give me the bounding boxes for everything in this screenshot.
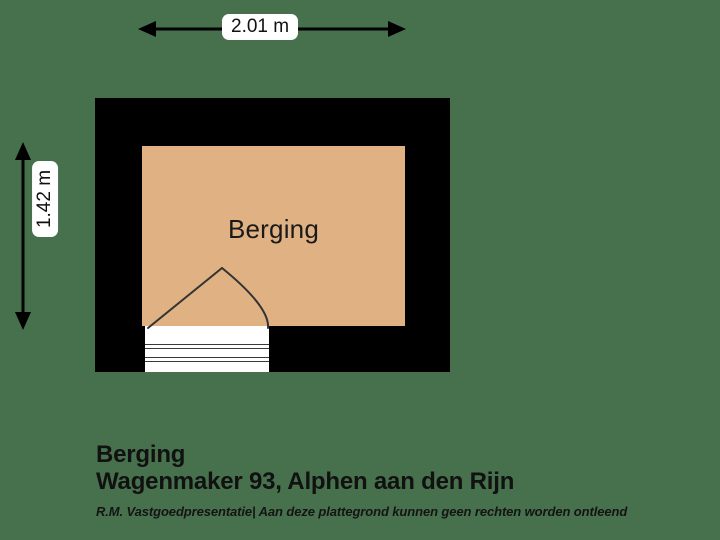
- door-threshold-line: [145, 348, 269, 349]
- plan-title: Berging: [96, 441, 186, 468]
- height-dimension-arrow-icon: [15, 142, 31, 330]
- door-threshold-line: [145, 344, 269, 345]
- width-dimension-label: 2.01 m: [222, 14, 299, 40]
- plan-address: Wagenmaker 93, Alphen aan den Rijn: [96, 467, 515, 495]
- height-dimension-label: 1.42 m: [32, 160, 59, 238]
- plan-disclaimer: R.M. Vastgoedpresentatie| Aan deze platt…: [96, 503, 628, 519]
- room-label-berging: Berging: [227, 214, 320, 244]
- door-threshold-line: [145, 357, 269, 358]
- door-threshold-line: [145, 361, 269, 362]
- caption-block: Berging Wagenmaker 93, Alphen aan den Ri…: [96, 441, 696, 519]
- door-opening: [145, 326, 269, 372]
